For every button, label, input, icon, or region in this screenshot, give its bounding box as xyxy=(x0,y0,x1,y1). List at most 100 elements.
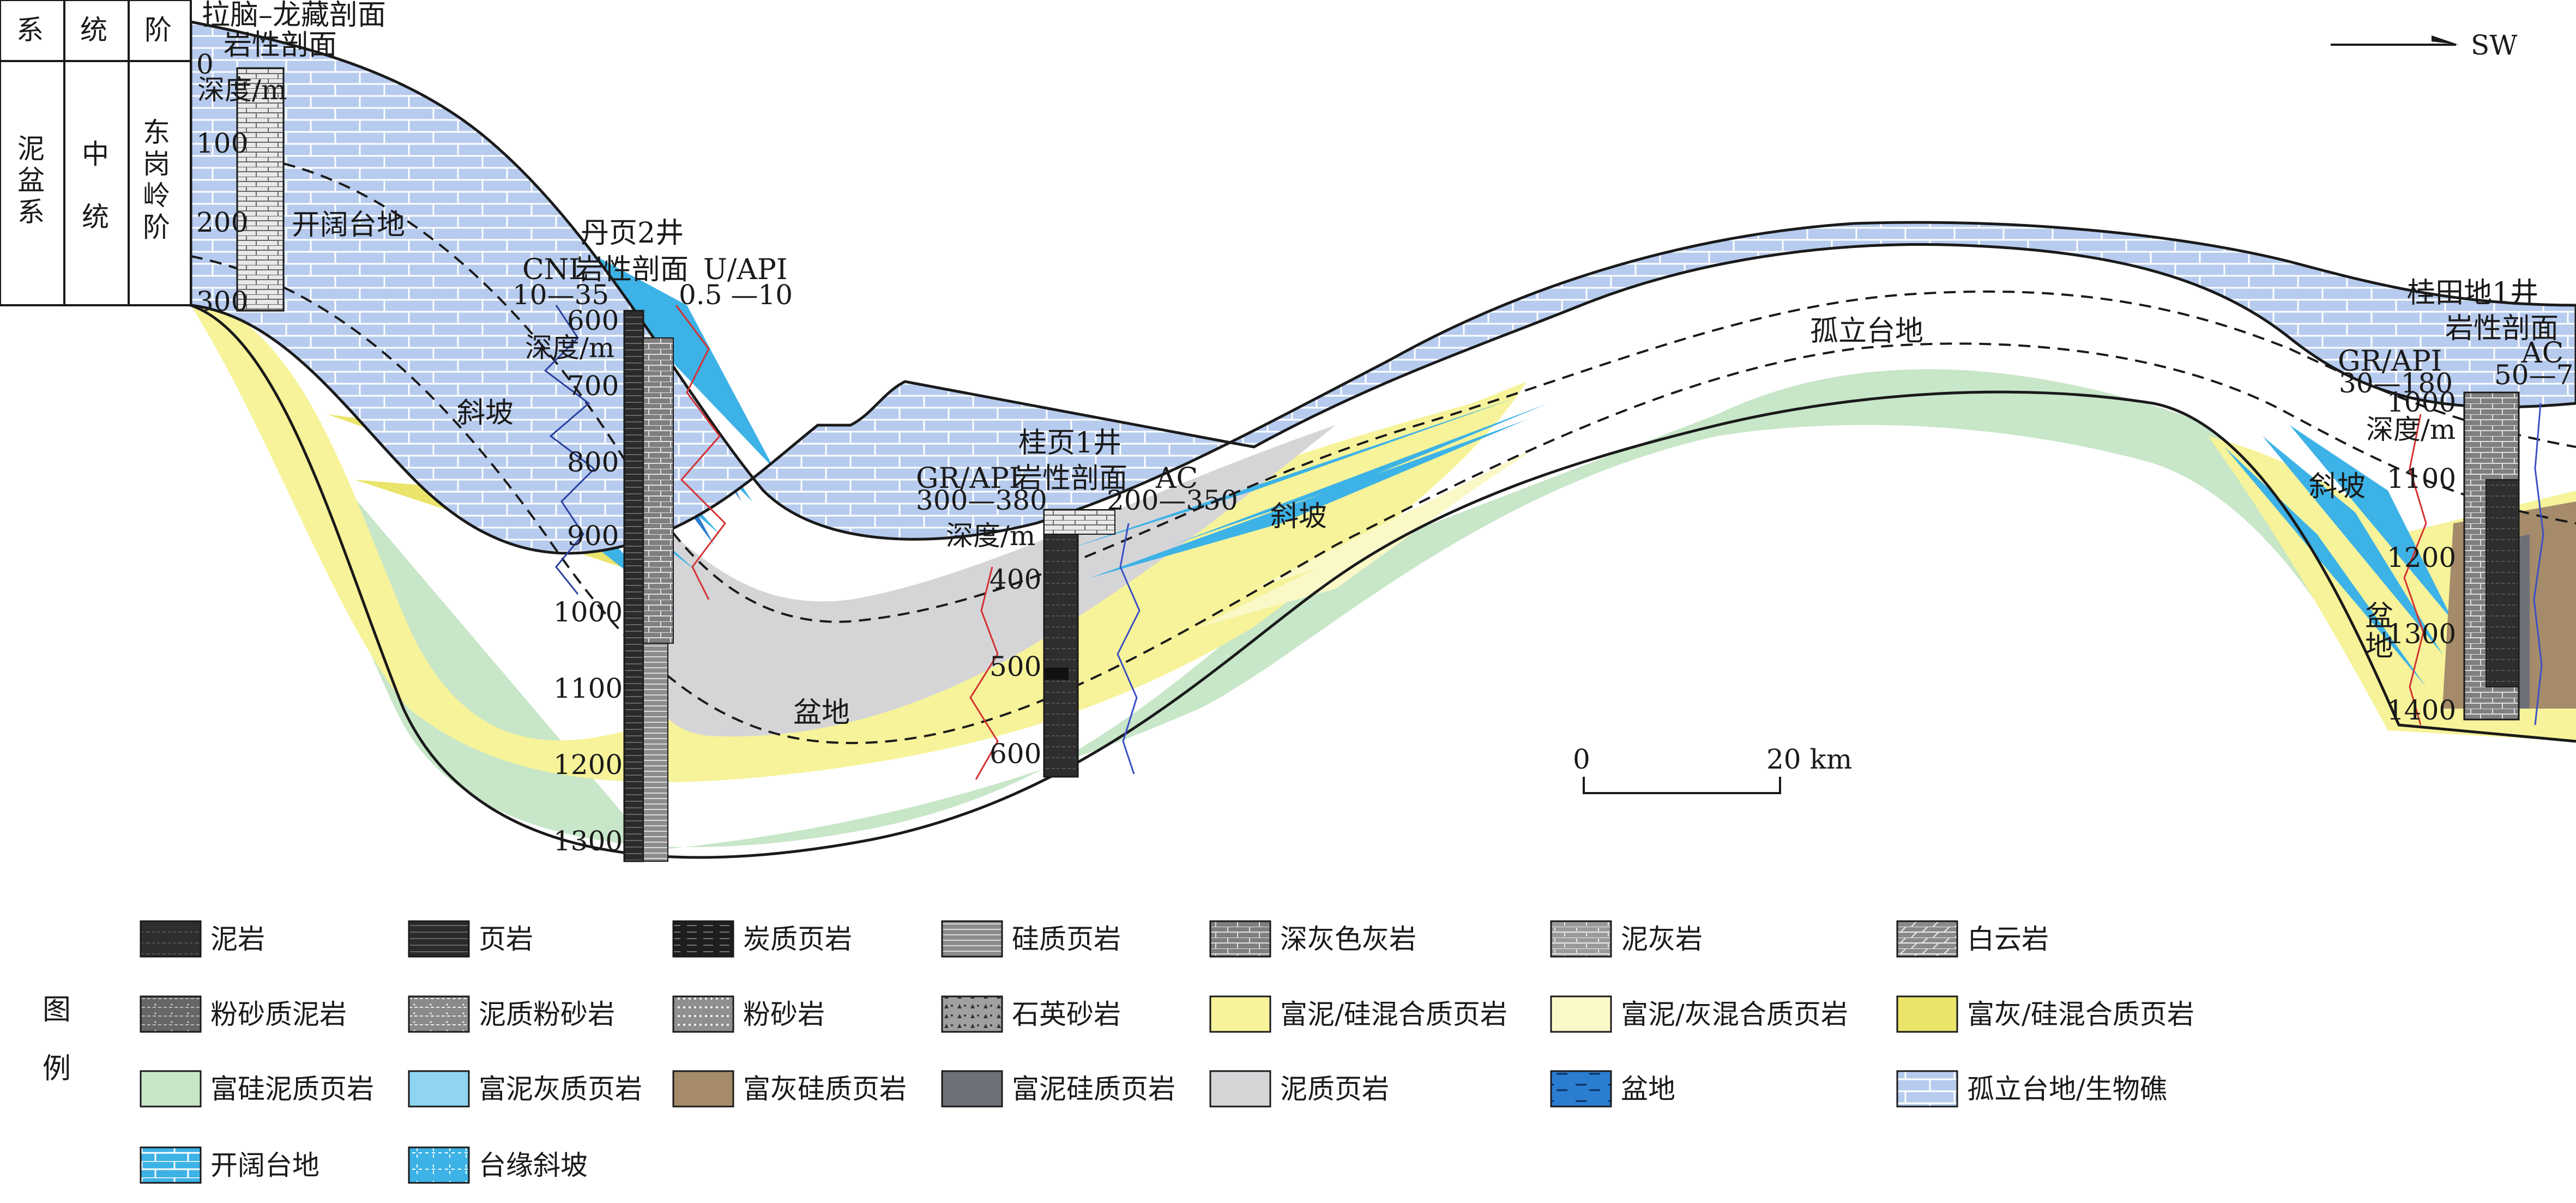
strat-table: 系 统 阶 泥盆系 中统 东岗岭阶 xyxy=(0,0,192,306)
legend-swatch xyxy=(672,995,734,1033)
legend-label: 泥灰岩 xyxy=(1621,923,1703,955)
legend-label: 富硅泥质页岩 xyxy=(210,1073,374,1105)
legend-item: 石英砂岩 xyxy=(941,995,1121,1033)
legend-label: 粉砂岩 xyxy=(743,999,825,1030)
danye2-depth-600: 600 xyxy=(567,305,619,336)
section-danye2: 丹页2井 CNL 岩性剖面 U/API 10—35 0.5 —10 深度/m 6… xyxy=(512,217,793,862)
mid-slope-pale xyxy=(1199,447,1537,627)
legend-item: 开阔台地 xyxy=(140,1146,319,1184)
label-isolated-platform: 孤立台地 xyxy=(1810,315,1923,348)
legend-item: 深灰色灰岩 xyxy=(1209,920,1416,958)
legend-title: 图例 xyxy=(43,994,71,1085)
danye2-depth-1200: 1200 xyxy=(553,749,623,781)
legend-label: 富泥/硅混合质页岩 xyxy=(1280,999,1507,1030)
legend-item: 硅质页岩 xyxy=(941,920,1121,958)
danye2-title: 丹页2井 xyxy=(581,217,684,250)
legend-label: 富泥灰质页岩 xyxy=(479,1073,642,1105)
gray-shale-body xyxy=(626,425,1336,737)
system-value: 泥盆系 xyxy=(17,133,45,228)
series-value: 中统 xyxy=(82,138,109,233)
lanao-depth-300: 300 xyxy=(196,286,248,317)
legend-label: 页岩 xyxy=(479,923,533,955)
right-slope-wedges xyxy=(2224,425,2453,687)
cross-section-body: 开阔台地 斜坡 盆地 斜坡 孤立台地 斜坡 xyxy=(189,20,2576,859)
guiye1-title: 桂页1井 xyxy=(1018,427,1121,460)
basin-outline xyxy=(190,304,2576,859)
legend-swatch xyxy=(140,920,202,958)
legend-label: 孤立台地/生物礁 xyxy=(1967,1073,2167,1105)
legend-item: 页岩 xyxy=(408,920,533,958)
legend-label: 富灰/硅混合质页岩 xyxy=(1967,999,2194,1030)
legend-swatch xyxy=(672,1070,734,1108)
legend-label: 泥质页岩 xyxy=(1280,1073,1389,1105)
guitiandi1-depth-label: 深度/m xyxy=(2366,414,2456,445)
label-slope-left: 斜坡 xyxy=(457,397,514,430)
danye2-depth-1300: 1300 xyxy=(553,825,623,857)
guitiandi1-gr-label: GR/API xyxy=(2338,345,2442,378)
danye2-cnl-label: CNL xyxy=(522,253,588,286)
legend: 图例 泥岩页岩炭质页岩硅质页岩深灰色灰岩泥灰岩白云岩粉砂质泥岩泥质粉砂岩粉砂岩石… xyxy=(43,920,2194,1184)
guiye1-depth-400: 400 xyxy=(990,564,1041,595)
guiye1-gr-range: 300—380 xyxy=(916,485,1047,516)
guiye1-depth-600: 600 xyxy=(990,738,1041,770)
legend-swatch xyxy=(1209,1070,1271,1108)
danye2-depth-700: 700 xyxy=(567,370,619,402)
legend-item: 富灰硅质页岩 xyxy=(672,1070,907,1108)
legend-swatch xyxy=(1550,1070,1612,1108)
guiye1-depth-label: 深度/m xyxy=(946,520,1035,552)
legend-swatch xyxy=(1209,995,1271,1033)
direction-indicator: SW xyxy=(2331,29,2518,61)
danye2-u-label: U/API xyxy=(703,253,787,286)
legend-label: 炭质页岩 xyxy=(743,923,852,955)
legend-label: 盆地 xyxy=(1621,1073,1675,1105)
legend-label: 粉砂质泥岩 xyxy=(210,999,347,1030)
legend-swatch xyxy=(672,920,734,958)
legend-label: 富泥/灰混合质页岩 xyxy=(1621,999,1848,1030)
header-series: 统 xyxy=(80,14,107,46)
scale-end: 20 km xyxy=(1766,743,1852,775)
legend-label: 深灰色灰岩 xyxy=(1280,923,1416,955)
guiye1-ac-log xyxy=(1117,523,1141,775)
legend-item: 泥岩 xyxy=(140,920,265,958)
guitiandi1-depth-1200: 1200 xyxy=(2387,542,2456,573)
legend-item: 富泥硅质页岩 xyxy=(941,1070,1175,1108)
stage-value: 东岗岭阶 xyxy=(143,117,170,243)
label-open-platform: 开阔台地 xyxy=(292,209,405,241)
guitiandi1-depth-1000: 1000 xyxy=(2387,386,2456,418)
guiye1-depth-500: 500 xyxy=(990,651,1041,682)
scale-start: 0 xyxy=(1573,743,1590,775)
legend-label: 白云岩 xyxy=(1967,923,2049,955)
legend-item: 富泥灰质页岩 xyxy=(408,1070,642,1108)
legend-label: 开阔台地 xyxy=(210,1150,319,1181)
legend-swatch xyxy=(408,920,470,958)
legend-label: 富灰硅质页岩 xyxy=(743,1073,907,1105)
legend-swatch xyxy=(408,995,470,1033)
legend-swatch xyxy=(140,1146,202,1184)
horizon-2 xyxy=(190,255,2576,745)
legend-item: 富泥/硅混合质页岩 xyxy=(1209,995,1507,1033)
legend-item: 富灰/硅混合质页岩 xyxy=(1896,995,2194,1033)
guitiandi1-ac-label: AC xyxy=(2521,337,2563,370)
label-slope-right: 斜坡 xyxy=(2309,470,2366,503)
guitiandi1-ac-range: 50—75 xyxy=(2494,359,2576,391)
legend-item: 泥质页岩 xyxy=(1209,1070,1389,1108)
guitiandi1-ac-log xyxy=(2533,403,2544,726)
legend-item: 富泥/灰混合质页岩 xyxy=(1550,995,1848,1033)
lanao-title-1: 拉脑–龙藏剖面 xyxy=(202,0,386,32)
danye2-cnl-log xyxy=(544,305,596,595)
guiye1-lith-label: 岩性剖面 xyxy=(1014,462,1127,495)
lanao-title-2: 岩性剖面 xyxy=(224,29,337,62)
danye2-lith-label: 岩性剖面 xyxy=(575,253,689,286)
guitiandi1-depth-1300: 1300 xyxy=(2387,618,2456,650)
label-basin-right: 盆地 xyxy=(2365,600,2393,663)
lanao-depth-100: 100 xyxy=(196,128,248,159)
label-basin-mid: 盆地 xyxy=(793,697,850,729)
direction-label: SW xyxy=(2471,29,2518,61)
legend-swatch xyxy=(1896,995,1958,1033)
legend-swatch xyxy=(1209,920,1271,958)
header-system: 系 xyxy=(16,14,44,46)
legend-label: 泥岩 xyxy=(210,923,265,955)
legend-swatch xyxy=(941,920,1003,958)
guitiandi1-title-2: 岩性剖面 xyxy=(2445,312,2559,345)
